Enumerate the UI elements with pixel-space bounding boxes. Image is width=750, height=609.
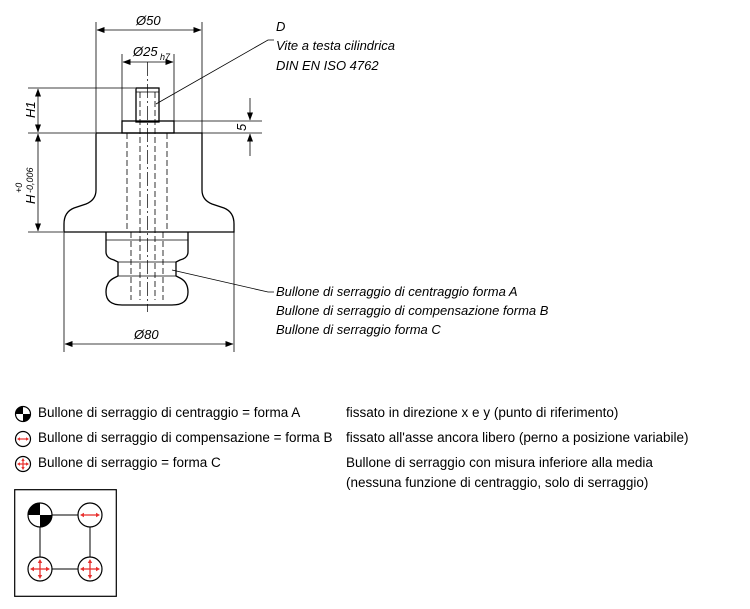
legend-desc-form-c: Bullone di serraggio con misura inferior… [346,455,653,470]
clamping-pin-body [63,87,235,306]
dim-d80-label: Ø80 [133,327,159,342]
quarter-filled-circle-icon [14,405,32,423]
screw-label-line3: DIN EN ISO 4762 [276,58,379,73]
dim-h-tol-upper: +0 [14,183,24,193]
legend-desc2-form-c: (nessuna funzione di centraggio, solo di… [346,475,649,490]
legend-row-form-b: Bullone di serraggio di compensazione = … [14,428,744,448]
schematic-pin-form-b [77,502,103,528]
dim-d50-label: Ø50 [135,13,161,28]
legend-desc-form-a: fissato in direzione x e y (punto di rif… [346,405,619,420]
legend-name-form-a: Bullone di serraggio di centraggio = for… [38,405,301,420]
dim-d80 [63,232,235,352]
dim-h1-label: H1 [23,101,38,118]
bolt-leader-line [171,269,274,293]
legend-row-form-c: Bullone di serraggio = forma C Bullone d… [14,453,744,490]
hidden-screw-lines [126,92,168,300]
legend-desc-form-b: fissato all'asse ancora libero (perno a … [346,430,689,445]
bolt-label-line1: Bullone di serraggio di centraggio forma… [276,284,518,299]
dim-d25-label: Ø25 [132,44,158,59]
legend-name-form-b: Bullone di serraggio di compensazione = … [38,430,333,445]
dim-d25 [121,54,175,121]
legend-row-form-a: Bullone di serraggio di centraggio = for… [14,403,744,423]
dim-h7-label: h7 [160,52,171,62]
bolt-label-line3: Bullone di serraggio forma C [276,322,441,337]
dim-h-label: H [23,194,38,204]
dim-h [28,133,63,233]
dim-d50 [95,22,203,133]
cross-arrow-circle-icon [14,455,32,473]
dim-5 [174,98,262,156]
screw-label-line1: D [276,19,285,34]
screw-label-line2: Vite a testa cilindrica [276,38,395,53]
dim-h-tol-lower: -0,006 [25,167,35,193]
screw-leader-line [155,39,274,105]
horizontal-arrow-circle-icon [14,430,32,448]
dim-5-label: 5 [234,123,249,131]
bolt-label-line2: Bullone di serraggio di compensazione fo… [276,303,549,318]
pin-layout-schematic [14,489,117,597]
schematic-pin-form-c-right [77,556,103,582]
legend-name-form-c: Bullone di serraggio = forma C [38,455,221,470]
dim-h1 [28,87,135,134]
schematic-pin-form-a [27,502,53,528]
schematic-pin-form-c-left [27,556,53,582]
